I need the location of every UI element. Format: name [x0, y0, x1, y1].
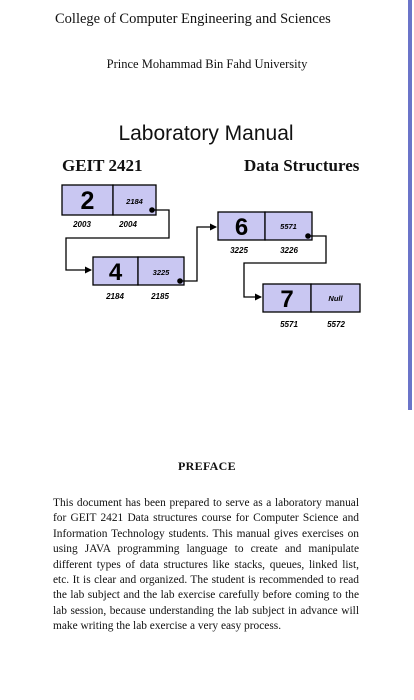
university-name: Prince Mohammad Bin Fahd University [106, 57, 308, 71]
list-node-4: 7 Null 5571 5572 [262, 283, 361, 329]
node-3-value: 6 [235, 214, 248, 241]
node-3-addr-right: 3226 [280, 246, 298, 255]
node-2-pointer: 3225 [153, 268, 171, 277]
node-1-value: 2 [81, 187, 95, 215]
list-node-2: 4 3225 2184 2185 [92, 256, 185, 301]
node-2-pointer-cell [137, 256, 185, 286]
node-4-addr-left: 5571 [280, 320, 298, 329]
course-name: Data Structures [244, 156, 360, 175]
course-code: GEIT 2421 [62, 156, 143, 175]
node-4-pointer: Null [328, 294, 343, 303]
link-node3-to-node4 [243, 235, 327, 301]
node-3-pointer-cell [264, 211, 313, 241]
node-4-value: 7 [280, 286, 293, 313]
node-1-value-cell [61, 184, 114, 216]
link-node2-to-node3 [180, 223, 217, 282]
college-name: College of Computer Engineering and Scie… [55, 11, 331, 27]
list-node-1: 2 2184 2003 2004 [61, 184, 157, 229]
node-3-pointer: 5571 [280, 222, 297, 231]
node-2-addr-left: 2184 [105, 292, 124, 301]
list-node-3: 6 5571 3225 3226 [217, 211, 313, 255]
node-2-value-cell [92, 256, 139, 286]
node-1-pointer-cell [112, 184, 157, 216]
node-1-addr-right: 2004 [118, 220, 137, 229]
node-1-pointer: 2184 [125, 197, 144, 206]
preface-body: This document has been prepared to serve… [53, 497, 359, 633]
page-edge-bar [408, 0, 412, 410]
node-4-pointer-cell [310, 283, 361, 313]
node-4-value-cell [262, 283, 312, 313]
node-3-addr-left: 3225 [230, 246, 248, 255]
node-2-addr-right: 2185 [150, 292, 169, 301]
preface-heading: PREFACE [178, 459, 236, 473]
node-4-addr-right: 5572 [327, 320, 345, 329]
link-node1-to-node2 [65, 209, 170, 274]
manual-title: Laboratory Manual [118, 122, 294, 145]
node-2-value: 4 [109, 259, 123, 286]
node-1-addr-left: 2003 [72, 220, 91, 229]
